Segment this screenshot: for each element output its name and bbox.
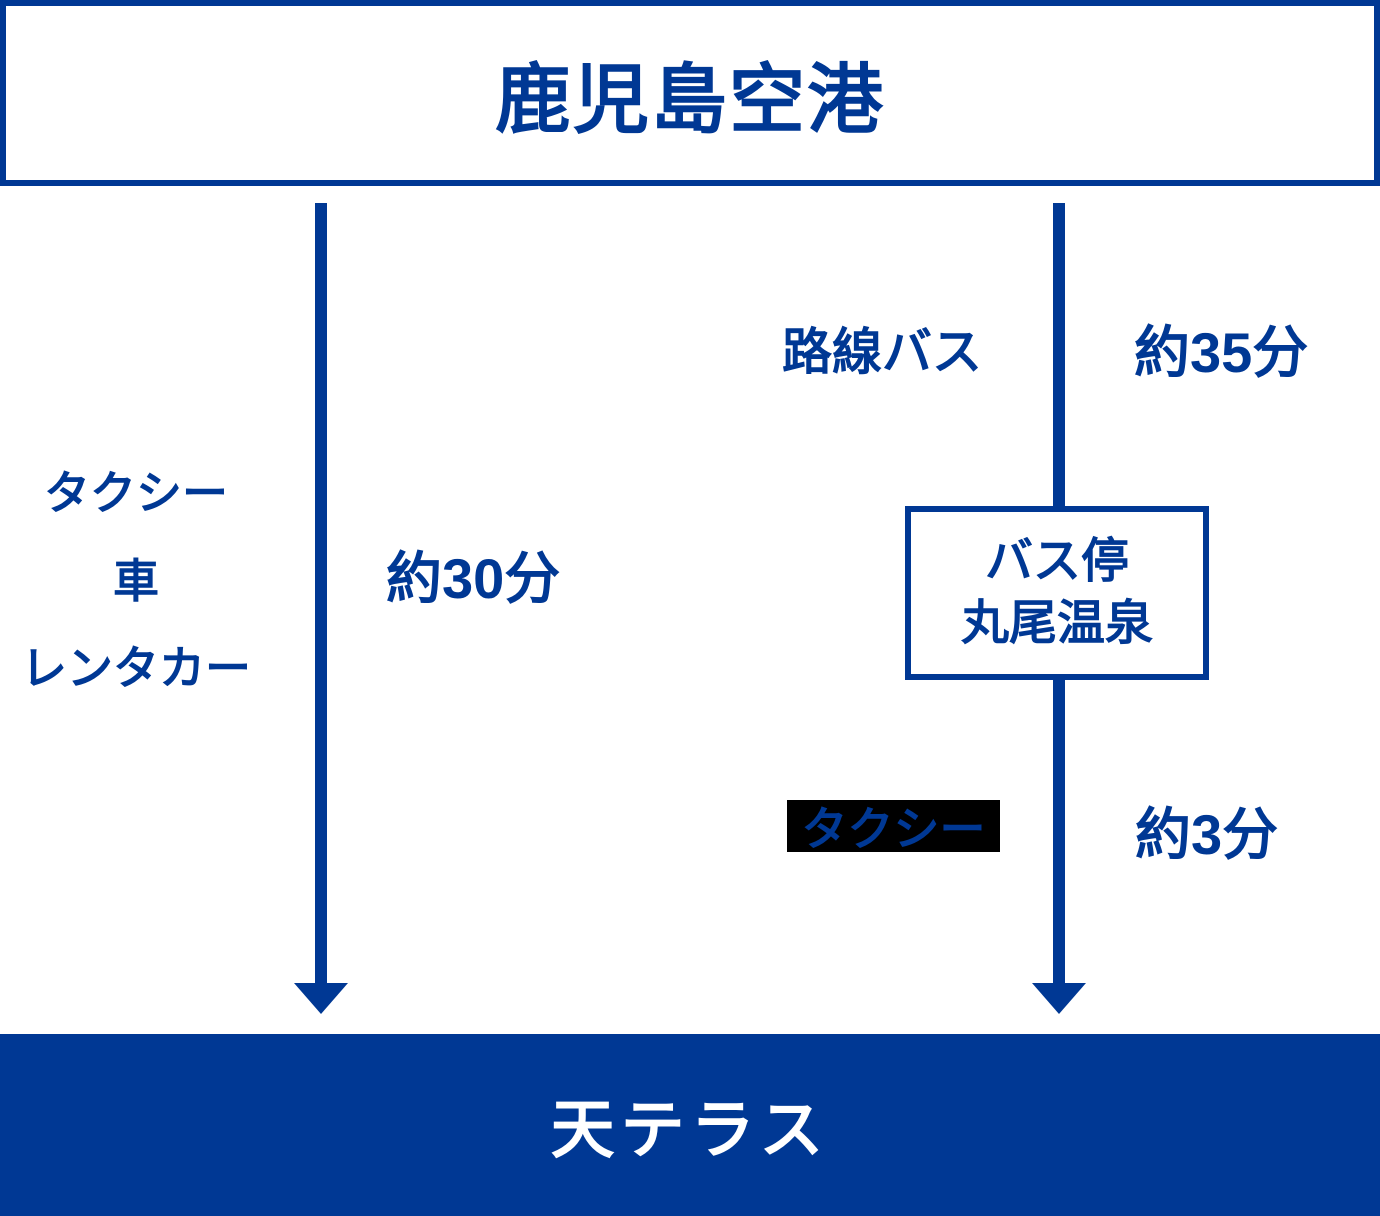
origin-label: 鹿児島空港 bbox=[495, 58, 885, 143]
left-route-method-car: 車 bbox=[113, 554, 159, 607]
right-down-arrow-head-icon bbox=[1032, 983, 1086, 1014]
right-route-bus-label: 路線バス bbox=[782, 324, 982, 380]
destination-bar: 天テラス bbox=[0, 1034, 1380, 1216]
left-route-duration: 約30分 bbox=[386, 547, 561, 610]
left-route-methods: タクシー 車 レンタカー bbox=[0, 468, 272, 694]
right-route-bus-duration: 約35分 bbox=[1134, 321, 1309, 384]
left-route-method-taxi: タクシー bbox=[44, 467, 228, 519]
right-route-taxi-duration: 約3分 bbox=[1135, 803, 1279, 866]
bus-stop-label-line1: バス停 bbox=[984, 534, 1129, 588]
bus-stop-box: バス停 丸尾温泉 bbox=[905, 506, 1209, 680]
destination-label: 天テラス bbox=[550, 1094, 830, 1166]
bus-stop-label-line2: 丸尾温泉 bbox=[960, 597, 1153, 650]
left-down-arrow-shaft bbox=[315, 203, 327, 983]
left-route-method-rentacar: レンタカー bbox=[21, 642, 251, 695]
left-down-arrow-head-icon bbox=[294, 983, 348, 1014]
origin-box: 鹿児島空港 bbox=[0, 0, 1380, 186]
right-route-taxi-label: タクシー bbox=[787, 800, 1000, 855]
